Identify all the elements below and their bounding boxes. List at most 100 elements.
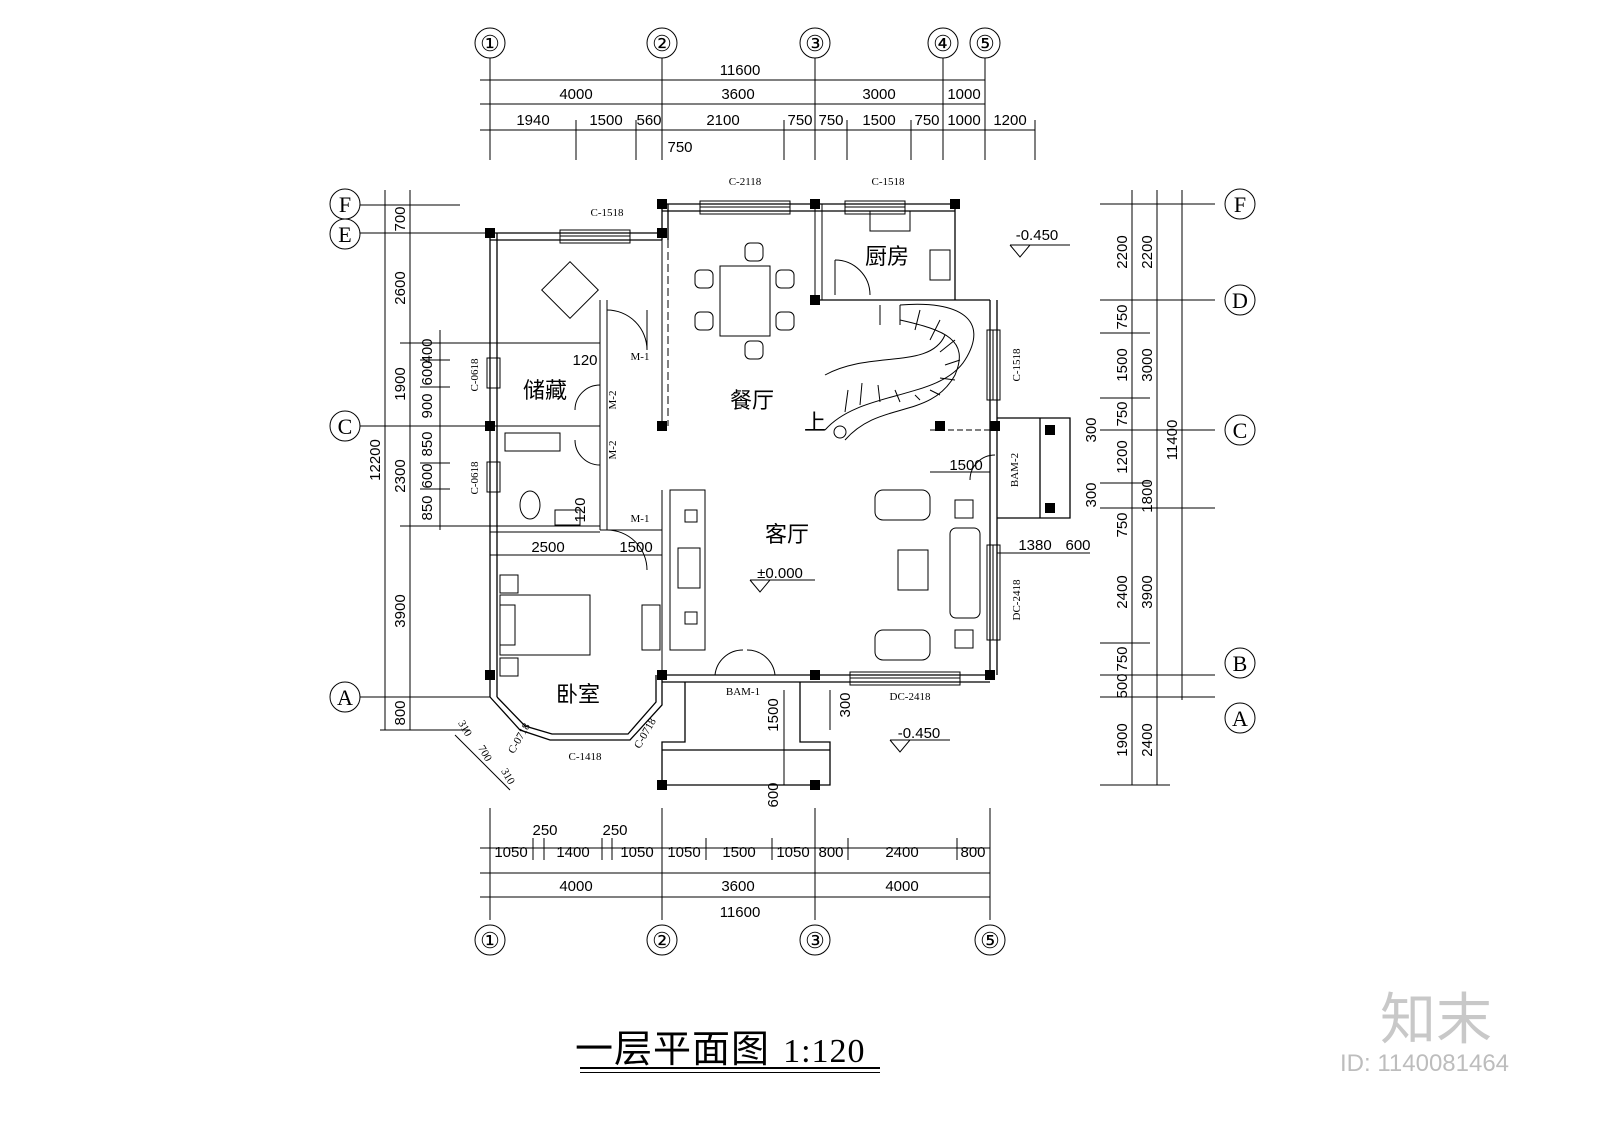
label-c0718-a: C-0718 xyxy=(506,721,533,756)
axis-label-right-A: A xyxy=(1232,706,1248,731)
label-c1518-c: C-1518 xyxy=(1011,348,1023,382)
label-c1418: C-1418 xyxy=(569,751,603,763)
dim-300: 300 xyxy=(837,692,854,717)
right-outer-dim-3: 3900 xyxy=(1139,575,1156,608)
axis-label-top-2: ② xyxy=(652,31,672,56)
bottom-sub-dim-9: 800 xyxy=(960,844,985,861)
top-dim-3: 3000 xyxy=(862,86,895,103)
top-sub-dim-3: 560 xyxy=(636,112,661,129)
right-outer-dim-2: 3000 xyxy=(1139,348,1156,381)
axis-label-left-C: C xyxy=(338,414,353,439)
axis-label-bottom-3: ③ xyxy=(805,928,825,953)
top-sub-dim-9: 1000 xyxy=(947,112,980,129)
axis-bubble-top-4 xyxy=(927,27,959,59)
drawing-title-text: 一层平面图 xyxy=(575,1027,771,1071)
level-living: ±0.000 xyxy=(757,565,803,582)
room-storage: 储藏 xyxy=(523,379,567,404)
axis-label-left-E: E xyxy=(338,222,351,247)
axis-label-bottom-1: ① xyxy=(480,928,500,953)
dim-600-b: 600 xyxy=(765,782,782,807)
columns xyxy=(485,199,1055,790)
left-dimension-lines xyxy=(360,190,490,731)
top-sub-dim-6: 750 xyxy=(818,112,843,129)
doors xyxy=(574,259,996,676)
axis-label-top-5: ⑤ xyxy=(975,31,995,56)
top-dimension-lines xyxy=(480,58,1036,160)
axis-label-top-3: ③ xyxy=(805,31,825,56)
left-dim-6: 800 xyxy=(392,700,409,725)
axis-label-right-F: F xyxy=(1234,192,1246,217)
right-inner-dim-2: 750 xyxy=(1114,304,1131,329)
right-inner-dim-1: 2200 xyxy=(1114,235,1131,268)
axis-bubble-right-B xyxy=(1224,647,1256,679)
interior-dim-lines xyxy=(454,471,1090,791)
title-underline-thin xyxy=(580,1072,880,1073)
right-inner-dim-8: 2400 xyxy=(1114,575,1131,608)
top-sub-dim-4: 2100 xyxy=(706,112,739,129)
label-bam1: BAM-1 xyxy=(726,686,760,698)
label-c0618-b: C-0618 xyxy=(469,461,481,495)
label-m1-a: M-1 xyxy=(631,351,650,363)
left-total-dim: 12200 xyxy=(367,439,384,481)
bottom-total-dim: 11600 xyxy=(720,904,761,921)
top-dim-4: 1000 xyxy=(947,86,980,103)
room-kitchen: 厨房 xyxy=(865,245,909,270)
bottom-sub-dim-7: 800 xyxy=(818,844,843,861)
top-dim-2: 3600 xyxy=(721,86,754,103)
right-inner-dim-10: 500 xyxy=(1114,673,1131,698)
right-inner-dim-11: 1900 xyxy=(1114,723,1131,756)
interior-walls xyxy=(490,204,990,675)
left-dim-2: 2600 xyxy=(392,271,409,304)
dim-120-a: 120 xyxy=(572,352,597,369)
top-sub-dim-5: 750 xyxy=(787,112,812,129)
label-bam2: BAM-2 xyxy=(1009,453,1021,487)
exterior-walls xyxy=(489,203,1071,786)
top-below-dim: 750 xyxy=(667,139,692,156)
top-sub-dim-7: 1500 xyxy=(862,112,895,129)
left-inner-dim-6: 850 xyxy=(419,495,436,520)
level-markers xyxy=(749,244,1070,753)
axis-label-right-B: B xyxy=(1233,651,1248,676)
top-sub-dim-1: 1940 xyxy=(516,112,549,129)
axis-label-bottom-5: ⑤ xyxy=(980,928,1000,953)
right-dimension-lines xyxy=(1100,190,1215,786)
label-m2-b: M-2 xyxy=(607,441,619,460)
watermark-logo: 知末 xyxy=(1380,988,1492,1053)
left-inner-dim-2: 600 xyxy=(419,360,436,385)
bottom-small-dim-1: 250 xyxy=(532,822,557,839)
axis-bubble-right-D xyxy=(1224,284,1256,316)
dim-2500: 2500 xyxy=(531,539,564,556)
axis-bubble-bottom-2 xyxy=(646,924,678,956)
right-small-dim-2: 300 xyxy=(1083,482,1100,507)
right-inner-dim-6: 1800 xyxy=(1139,479,1156,512)
axis-bubble-bottom-3 xyxy=(799,924,831,956)
label-c2118: C-2118 xyxy=(729,176,762,188)
bottom-sub-dim-6: 1050 xyxy=(776,844,809,861)
right-inner-dim-7: 750 xyxy=(1114,512,1131,537)
axis-label-top-4: ④ xyxy=(933,31,953,56)
axis-bubble-top-3 xyxy=(799,27,831,59)
right-outer-dim-1: 2200 xyxy=(1139,235,1156,268)
dim-1500-c: 1500 xyxy=(765,698,782,731)
right-inner-dim-9: 750 xyxy=(1114,646,1131,671)
bottom-sub-dim-5: 1500 xyxy=(722,844,755,861)
dim-700: 700 xyxy=(475,743,494,764)
dim-600-a: 600 xyxy=(1065,537,1090,554)
bottom-dimension-lines xyxy=(480,808,991,920)
right-outer-dim-4: 2400 xyxy=(1139,723,1156,756)
spiral-staircase xyxy=(824,303,975,441)
left-dim-5: 3900 xyxy=(392,594,409,627)
title-underline xyxy=(580,1067,880,1069)
furniture xyxy=(499,210,981,677)
axis-bubble-left-C xyxy=(329,410,361,442)
axis-bubble-bottom-1 xyxy=(474,924,506,956)
right-inner-dim-4: 750 xyxy=(1114,401,1131,426)
label-c1518-b: C-1518 xyxy=(872,176,906,188)
left-inner-dim-1: 400 xyxy=(419,338,436,363)
bottom-sub-dim-3: 1050 xyxy=(620,844,653,861)
bottom-small-dim-2: 250 xyxy=(602,822,627,839)
bottom-dim-3: 4000 xyxy=(885,878,918,895)
left-dim-4: 2300 xyxy=(392,459,409,492)
dim-310-b: 310 xyxy=(498,766,517,787)
